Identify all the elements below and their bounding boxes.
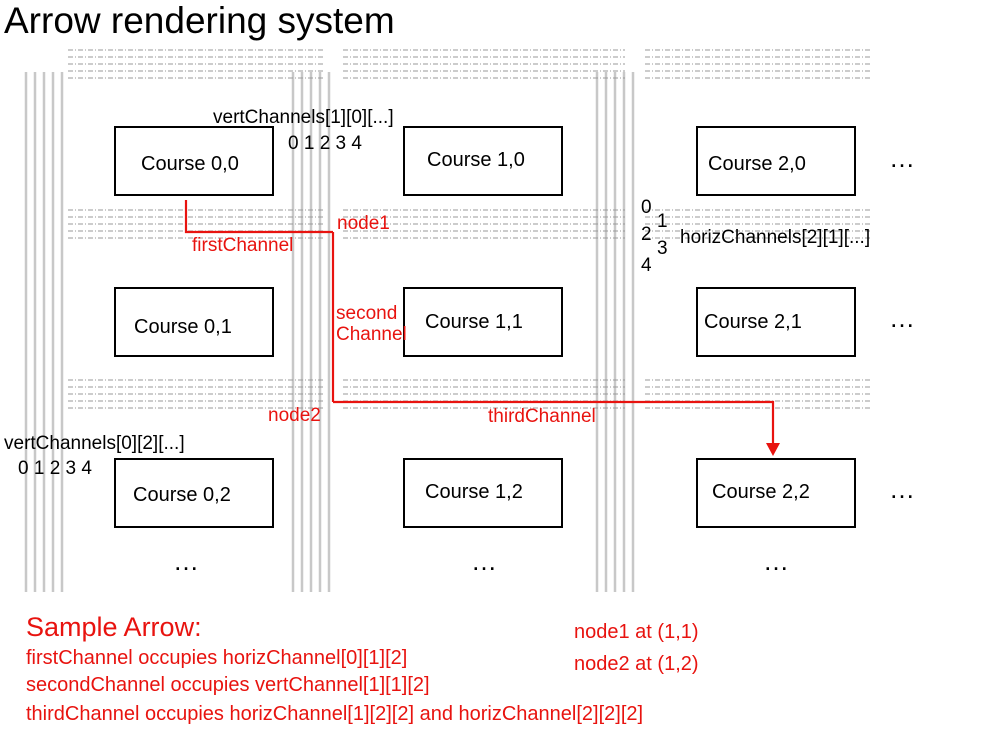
ellipsis: … xyxy=(889,474,916,504)
sample-line: secondChannel occupies vertChannel[1][1]… xyxy=(26,674,430,696)
vert-channels-label: vertChannels[0][2][...] xyxy=(4,433,185,454)
second-channel-label-line1: second xyxy=(336,303,398,324)
first-channel-label: firstChannel xyxy=(192,235,294,256)
horiz-channels-label: horizChannels[2][1][...] xyxy=(680,227,871,248)
arrowhead-icon xyxy=(766,443,780,456)
third-channel-path xyxy=(333,400,775,448)
first-channel-path xyxy=(184,200,333,234)
course-box: Course 2,1 xyxy=(696,287,856,357)
sample-line: thirdChannel occupies horizChannel[1][2]… xyxy=(26,703,644,725)
ellipsis: … xyxy=(763,546,790,576)
ellipsis: … xyxy=(889,143,916,173)
course-box: Course 2,0 xyxy=(696,126,856,196)
node1-label: node1 xyxy=(337,213,390,234)
third-channel-label: thirdChannel xyxy=(488,406,596,427)
course-label: Course 2,1 xyxy=(704,311,802,333)
horiz-channel-index: 0 xyxy=(641,197,652,218)
sample-line: firstChannel occupies horizChannel[0][1]… xyxy=(26,647,408,669)
ellipsis: … xyxy=(173,546,200,576)
course-label: Course 1,0 xyxy=(427,149,525,171)
page-title: Arrow rendering system xyxy=(4,0,395,41)
course-label: Course 0,2 xyxy=(133,484,231,506)
course-box: Course 1,1 xyxy=(403,287,563,357)
course-box: Course 1,0 xyxy=(403,126,563,196)
course-label: Course 2,2 xyxy=(712,481,810,503)
horiz-channel-index: 3 xyxy=(657,238,668,259)
course-box: Course 0,0 xyxy=(114,126,274,196)
course-label: Course 0,1 xyxy=(134,316,232,338)
horiz-channel-index: 2 xyxy=(641,224,652,245)
ellipsis: … xyxy=(889,303,916,333)
horiz-channel-index: 4 xyxy=(641,255,652,276)
course-label: Course 1,1 xyxy=(425,311,523,333)
vert-channel-indices: 0 1 2 3 4 xyxy=(18,458,92,479)
node1-position: node1 at (1,1) xyxy=(574,621,699,643)
second-channel-label-line2: Channel xyxy=(336,324,407,345)
node2-position: node2 at (1,2) xyxy=(574,653,699,675)
course-box: Course 0,2 xyxy=(114,458,274,528)
node2-label: node2 xyxy=(268,405,321,426)
sample-arrow-title: Sample Arrow: xyxy=(26,612,202,642)
course-label: Course 0,0 xyxy=(141,153,239,175)
course-box: Course 2,2 xyxy=(696,458,856,528)
course-box: Course 1,2 xyxy=(403,458,563,528)
vertical-channel-lines xyxy=(24,72,635,592)
course-label: Course 2,0 xyxy=(708,153,806,175)
vert-channels-label: vertChannels[1][0][...] xyxy=(213,107,394,128)
vert-channel-indices: 0 1 2 3 4 xyxy=(288,133,362,154)
sample-arrow xyxy=(184,200,780,456)
course-label: Course 1,2 xyxy=(425,481,523,503)
horiz-channel-index: 1 xyxy=(657,211,668,232)
ellipsis: … xyxy=(471,546,498,576)
course-box: Course 0,1 xyxy=(114,287,274,357)
